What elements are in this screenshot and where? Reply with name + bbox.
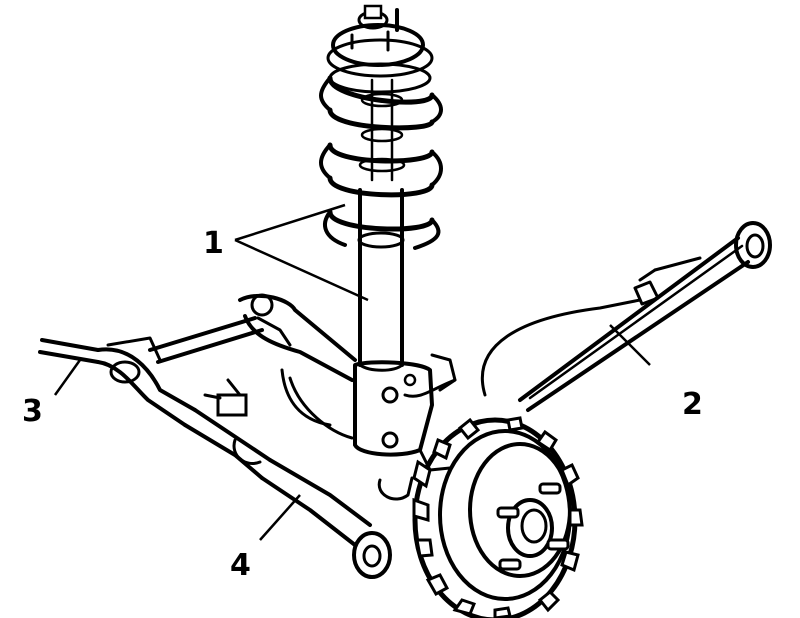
callout-4: 4 xyxy=(230,548,251,583)
shock-absorber xyxy=(357,78,406,372)
brake-line xyxy=(280,298,642,440)
leader-line-2 xyxy=(609,324,651,366)
leader-line-1b xyxy=(234,238,369,302)
trailing-arm xyxy=(518,221,772,412)
drum-cooling-fins xyxy=(412,416,584,618)
callout-2: 2 xyxy=(682,387,703,422)
lower-link xyxy=(183,378,392,579)
wheel-studs xyxy=(496,482,570,571)
leader-line-1a xyxy=(234,203,346,242)
stabilizer-bar xyxy=(38,336,197,427)
cross-link xyxy=(148,293,357,382)
leader-lines xyxy=(53,203,651,541)
wheel-hub xyxy=(496,482,570,571)
brake-drum xyxy=(412,416,584,618)
steering-knuckle xyxy=(353,353,457,501)
coil-spring xyxy=(319,75,443,250)
callout-1: 1 xyxy=(203,226,224,261)
callout-3: 3 xyxy=(22,394,43,429)
leader-line-3 xyxy=(53,359,82,396)
strut-top-mount xyxy=(326,4,434,94)
leader-line-4 xyxy=(259,494,301,541)
